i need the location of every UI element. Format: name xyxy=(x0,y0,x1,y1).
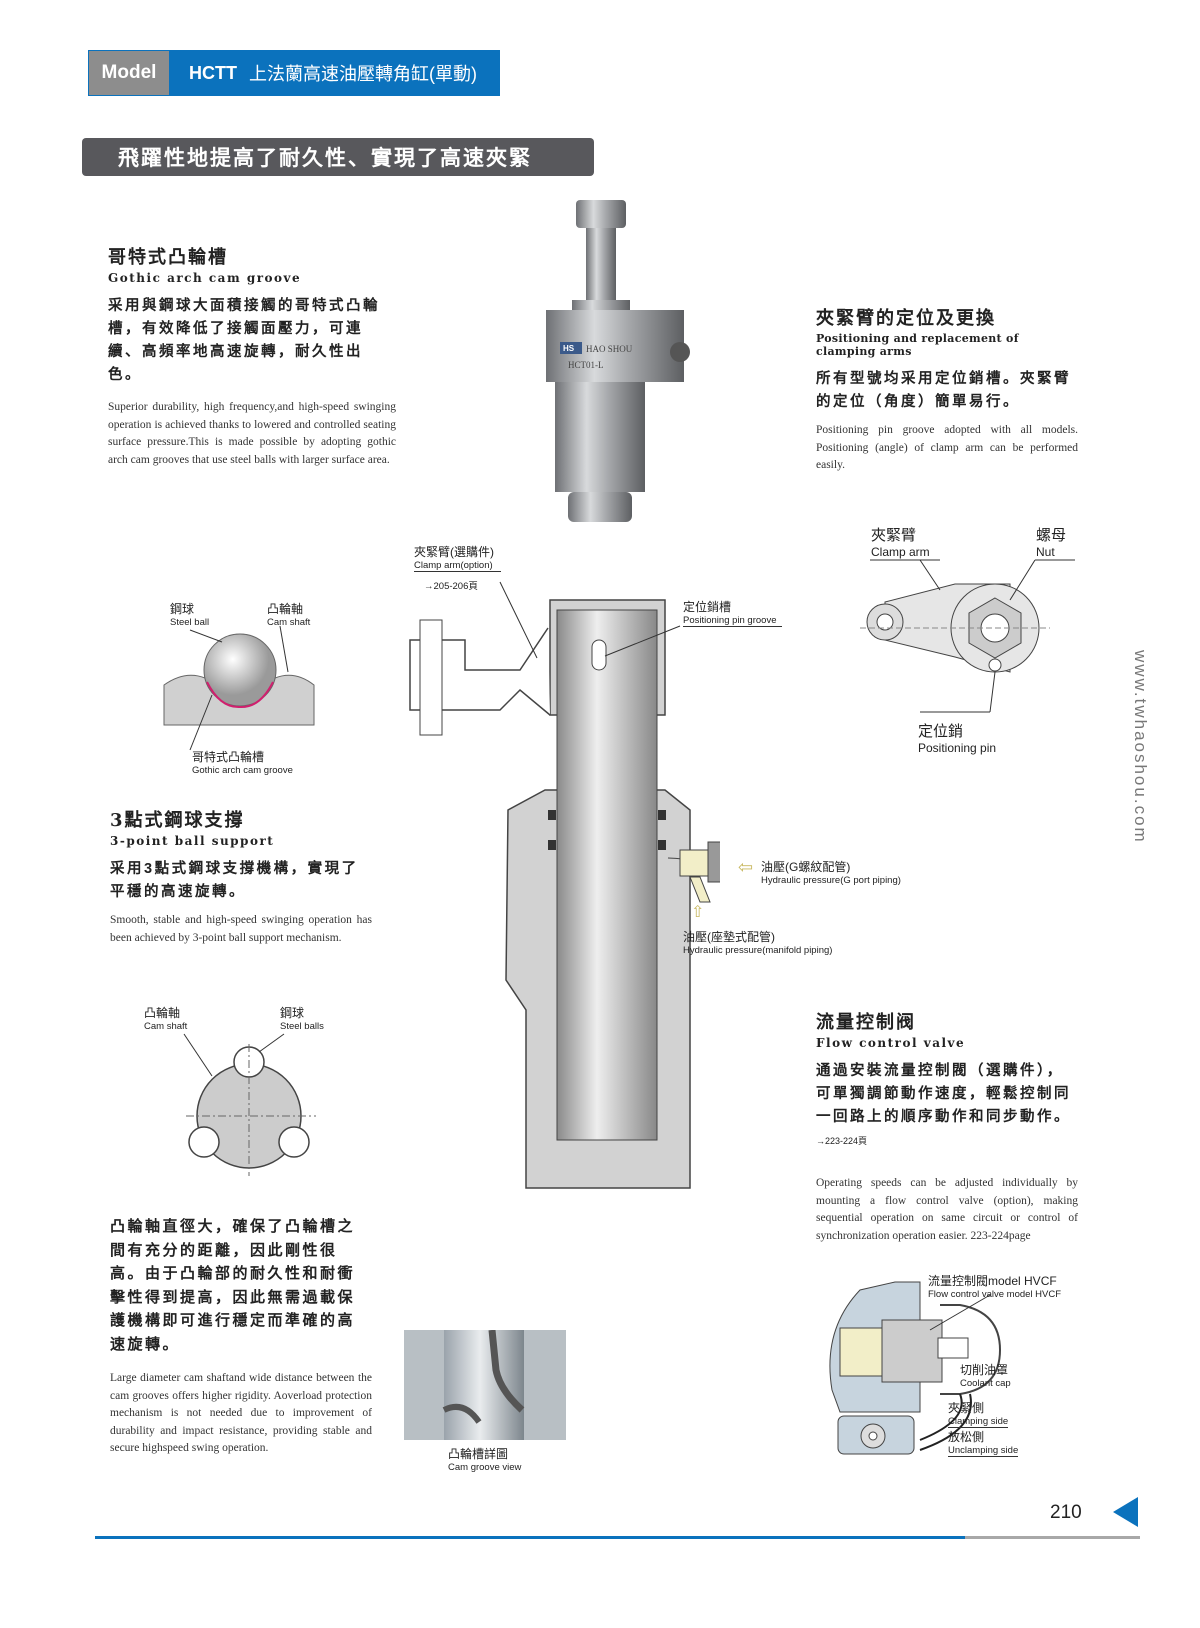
section-title-cn: 夾緊臂的定位及更換 xyxy=(816,308,996,329)
arrow-up-icon: ⇧ xyxy=(691,904,705,921)
label-cn: 鋼球 xyxy=(170,602,195,616)
cross-section-diagram xyxy=(409,581,720,1189)
label-cn: 凸輪槽詳圖 xyxy=(448,1447,509,1461)
label-en: Coolant cap xyxy=(960,1378,1011,1389)
body-cn: 凸輪軸直徑大，確保了凸輪槽之間有充分的距離，因此剛性很高。由于凸輪部的耐久性和耐… xyxy=(110,1218,356,1353)
body-cn-text: 通過安裝流量控制閥（選購件），可單獨調節動作速度，輕鬆控制同一回路上的順序動作和… xyxy=(816,1063,1071,1125)
three-point-section: 3點式鋼球支撐 3-point ball support 采用3點式鋼球支撐機構… xyxy=(110,806,372,947)
page-reference: →205-206頁 xyxy=(424,581,478,592)
label-cn: 定位銷槽 xyxy=(683,600,732,614)
body-cn: 采用3點式鋼球支撐機構，實現了平穩的高速旋轉。 xyxy=(110,861,359,900)
label-en: Steel ball xyxy=(170,617,210,628)
label-cn: 夾緊臂(選購件) xyxy=(414,545,494,559)
body-en: Large diameter cam shaftand wide distanc… xyxy=(110,1372,372,1454)
body-cn: 采用與鋼球大面積接觸的哥特式凸輪槽，有效降低了接觸面壓力，可連續、高頻率地高速旋… xyxy=(108,298,380,383)
page-number: 210 xyxy=(1050,1502,1082,1523)
label-cn: 定位銷 xyxy=(918,723,964,740)
body-en: Operating speeds can be adjusted individ… xyxy=(816,1177,1078,1242)
brand-mark: HS xyxy=(563,344,575,353)
rigidity-section: 凸輪軸直徑大，確保了凸輪槽之間有充分的距離，因此剛性很高。由于凸輪部的耐久性和耐… xyxy=(110,1205,372,1458)
model-code: HCTT xyxy=(189,62,237,83)
brand-logo xyxy=(560,342,582,354)
feature-banner: 飛躍性地提高了耐久性、實現了高速夾緊 xyxy=(82,138,594,176)
manifold-callout: 油壓(座墊式配管) Hydraulic pressure(manifold pi… xyxy=(683,928,832,956)
label-en: Cam groove view xyxy=(448,1462,522,1473)
product-photo: HS HAO SHOU HCT01-L xyxy=(546,200,690,522)
section-title-cn: 哥特式凸輪槽 xyxy=(108,247,228,268)
section-title-cn: 3點式鋼球支撐 xyxy=(110,810,245,831)
label-cn: 凸輪軸 xyxy=(267,602,304,616)
label-en: Gothic arch cam groove xyxy=(192,765,293,776)
label-en: Clamp arm(option) xyxy=(414,560,501,572)
label-cn: 放松側 xyxy=(948,1430,985,1444)
label-en: Hydraulic pressure(manifold piping) xyxy=(683,945,833,956)
page-triangle-icon xyxy=(1113,1497,1138,1527)
label-en: Nut xyxy=(1036,545,1055,559)
label-cn: 哥特式凸輪槽 xyxy=(192,750,265,764)
model-label: Model xyxy=(89,51,169,95)
label-en: Unclamping side xyxy=(948,1445,1019,1457)
label-cn: 切削油罩 xyxy=(960,1363,1009,1377)
model-name: 上法蘭高速油壓轉角缸(單動) xyxy=(249,64,477,84)
section-title-en: Gothic arch cam groove xyxy=(108,271,302,285)
pin-groove-callout: 定位銷槽 Positioning pin groove xyxy=(683,598,783,627)
positioning-section: 夾緊臂的定位及更換 Positioning and replacement of… xyxy=(816,304,1078,475)
label-en: Positioning pin xyxy=(918,741,997,755)
footer-line-gray xyxy=(965,1536,1140,1539)
body-cn: 通過安裝流量控制閥（選購件），可單獨調節動作速度，輕鬆控制同一回路上的順序動作和… xyxy=(816,1060,1078,1153)
label-en: Positioning pin groove xyxy=(683,615,777,626)
arrow-left-icon: ⇦ xyxy=(738,857,754,877)
clamp-arm-callout: 夾緊臂(選購件) Clamp arm(option) →205-206頁 xyxy=(414,543,501,592)
label-en: Steel balls xyxy=(280,1021,324,1032)
gothic-section: 哥特式凸輪槽 Gothic arch cam groove 采用與鋼球大面積接觸… xyxy=(108,243,396,469)
label-cn: 凸輪軸 xyxy=(144,1006,181,1020)
body-en: Positioning pin groove adopted with all … xyxy=(816,424,1078,471)
body-en: Superior durability, high frequency,and … xyxy=(108,401,396,466)
model-mark: HCT01-L xyxy=(568,360,604,370)
flow-control-section: 流量控制阀 Flow control valve 通過安裝流量控制閥（選購件），… xyxy=(816,1008,1078,1245)
label-en: Flow control valve model HVCF xyxy=(928,1289,1062,1300)
page-reference: →223-224頁 xyxy=(816,1136,868,1146)
section-title-en: Flow control valve xyxy=(816,1036,966,1050)
label-en: Clamp arm xyxy=(871,545,930,559)
model-title: HCTT 上法蘭高速油壓轉角缸(單動) xyxy=(169,51,499,95)
section-title-en: 3-point ball support xyxy=(110,834,275,848)
section-title-cn: 流量控制阀 xyxy=(816,1012,916,1033)
label-en: Hydraulic pressure(G port piping) xyxy=(761,875,901,886)
website-url: www.twhaoshou.com xyxy=(1131,650,1150,844)
cam-groove-photo xyxy=(404,1330,566,1440)
label-en: Clamping side xyxy=(948,1416,1009,1428)
label-cn: 夾緊側 xyxy=(948,1401,985,1415)
label-cn: 鋼球 xyxy=(280,1006,305,1020)
brand-text: HAO SHOU xyxy=(586,344,633,354)
cam-groove-caption: 凸輪槽詳圖 Cam groove view xyxy=(448,1445,521,1473)
model-header: Model HCTT 上法蘭高速油壓轉角缸(單動) xyxy=(88,50,500,96)
label-en: Cam shaft xyxy=(267,617,311,628)
body-cn: 所有型號均采用定位銷槽。夾緊臂的定位（角度）簡單易行。 xyxy=(816,371,1071,410)
label-cn: 流量控制閥model HVCF xyxy=(928,1274,1057,1288)
label-en: Cam shaft xyxy=(144,1021,188,1032)
g-port-callout: 油壓(G螺紋配管) Hydraulic pressure(G port pipi… xyxy=(761,858,901,886)
label-cn: 夾緊臂 xyxy=(871,527,917,544)
label-cn: 油壓(G螺紋配管) xyxy=(761,860,851,874)
footer-line-blue xyxy=(95,1536,965,1539)
label-cn: 油壓(座墊式配管) xyxy=(683,930,775,944)
label-cn: 螺母 xyxy=(1036,527,1067,544)
body-en: Smooth, stable and high-speed swinging o… xyxy=(110,914,372,944)
section-title-en: Positioning and replacement of clamping … xyxy=(816,332,1019,358)
